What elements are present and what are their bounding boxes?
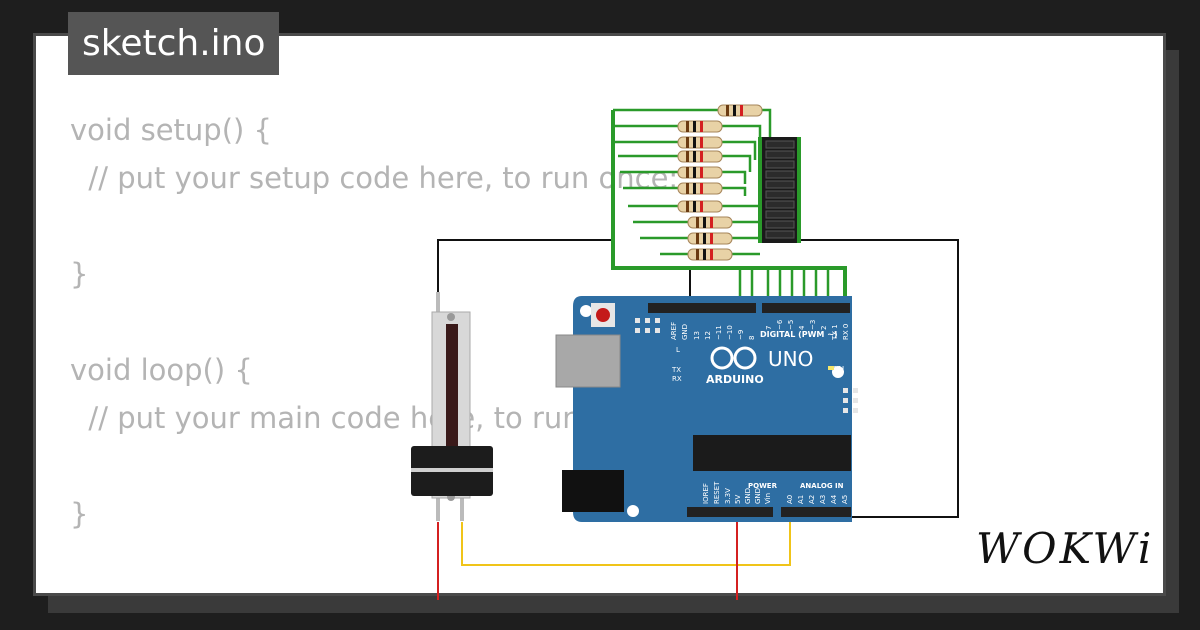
wire-slider-gnd xyxy=(437,239,613,312)
digital-label: DIGITAL (PWM ~) xyxy=(760,330,838,339)
tx-led-label: TX xyxy=(671,366,681,374)
mount-hole xyxy=(580,305,592,317)
resistor[interactable] xyxy=(677,136,723,149)
on-led-icon xyxy=(828,366,834,370)
resistor[interactable] xyxy=(717,104,763,117)
pin-label: 13 xyxy=(693,331,701,340)
pin-label: 8 xyxy=(748,336,756,340)
pin-label: A4 xyxy=(830,494,838,504)
resistor[interactable] xyxy=(687,216,733,229)
pin-label: ~5 xyxy=(787,320,795,330)
wire-signal-a0 xyxy=(461,513,791,566)
pin-label: A1 xyxy=(797,495,805,504)
pin-label: A3 xyxy=(819,495,827,504)
analog-header xyxy=(781,507,851,517)
power-label: POWER xyxy=(748,482,778,490)
pin-label: 3.3V xyxy=(724,488,732,504)
microcontroller-chip xyxy=(693,435,851,471)
resistor[interactable] xyxy=(677,200,723,213)
usb-port xyxy=(555,334,621,388)
resistor[interactable] xyxy=(687,232,733,245)
resistor-array xyxy=(677,104,763,261)
code-line: void setup() { xyxy=(70,113,272,147)
arduino-label: ARDUINO xyxy=(706,373,764,386)
code-line: void loop() { xyxy=(70,353,253,387)
arduino-infinity-icon xyxy=(710,346,757,370)
resistor[interactable] xyxy=(677,166,723,179)
pin-label: AREF xyxy=(670,322,678,340)
rx-led-label: RX xyxy=(672,375,682,383)
arduino-uno-board[interactable]: AREF GND 13 12 ~11 ~10 ~9 8 7 ~6 ~5 4 ~3… xyxy=(555,296,858,522)
code-line: } xyxy=(70,257,89,291)
pin-label: RESET xyxy=(713,481,721,504)
resistor[interactable] xyxy=(687,248,733,261)
pin-label: ~9 xyxy=(737,330,745,340)
reset-button[interactable] xyxy=(596,308,610,322)
pin-label: ~6 xyxy=(776,319,784,330)
pin-label: A2 xyxy=(808,495,816,504)
pin-label: 12 xyxy=(704,331,712,340)
mount-hole xyxy=(832,366,844,378)
wire-bar-gnd xyxy=(800,239,959,518)
power-header xyxy=(687,507,773,517)
pin-label: 2 xyxy=(820,326,828,330)
pin-label: ~3 xyxy=(809,320,817,330)
pin-label: GND xyxy=(681,324,689,340)
resistor[interactable] xyxy=(677,150,723,163)
pin-label: ~11 xyxy=(715,325,723,340)
digital-header-left xyxy=(648,303,756,313)
code-line: } xyxy=(70,497,89,531)
pin-label: GND xyxy=(754,488,762,504)
uno-label: UNO xyxy=(768,347,813,371)
pin-label: 4 xyxy=(798,325,806,330)
pin-label: 5V xyxy=(734,495,742,504)
pin-label: IOREF xyxy=(702,483,710,504)
mount-hole xyxy=(627,505,639,517)
pin-label: ~10 xyxy=(726,325,734,340)
slide-potentiometer[interactable] xyxy=(411,292,493,521)
pin-label: A5 xyxy=(841,495,849,504)
wokwi-logo: WOKWi xyxy=(976,524,1155,573)
power-jack xyxy=(562,470,624,512)
pin-label: A0 xyxy=(786,495,794,504)
analog-label: ANALOG IN xyxy=(800,482,844,490)
resistor[interactable] xyxy=(677,182,723,195)
l-led-label: L xyxy=(676,346,680,354)
digital-header-right xyxy=(762,303,850,313)
pin-label: TX 1 xyxy=(831,324,839,341)
pin-label: RX 0 xyxy=(842,324,850,340)
on-led-label: ON xyxy=(832,365,844,374)
led-bar-graph[interactable] xyxy=(758,137,801,243)
pin-label: 7 xyxy=(765,326,773,330)
resistor[interactable] xyxy=(677,120,723,133)
pin-label: GND xyxy=(744,488,752,504)
screw-icon xyxy=(447,313,455,321)
file-tab[interactable]: sketch.ino xyxy=(68,12,280,75)
signal-wires xyxy=(437,513,791,600)
green-wires xyxy=(611,108,847,312)
pin-label: Vin xyxy=(764,493,772,504)
